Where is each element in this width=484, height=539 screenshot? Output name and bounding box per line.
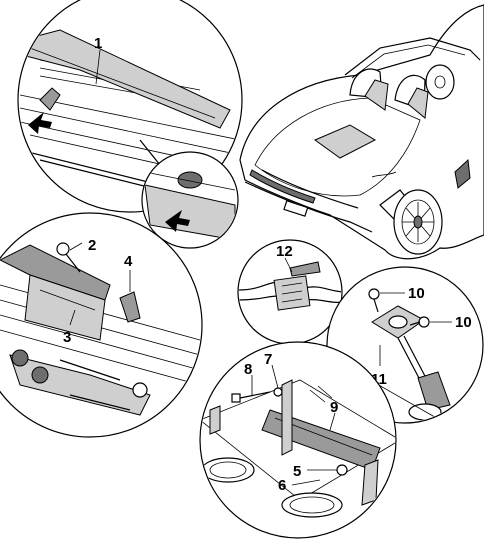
callout-9: 9 [330, 399, 338, 416]
callout-4: 4 [124, 253, 133, 270]
callout-7: 7 [264, 351, 272, 368]
leader-line-1 [95, 49, 101, 85]
callout-1: 1 [94, 35, 102, 52]
callout-8: 8 [244, 361, 252, 378]
detail-circle-hood-support: 8 7 9 5 6 [199, 341, 397, 539]
callout-12: 12 [276, 243, 293, 260]
callout-10-upper: 10 [408, 285, 425, 302]
roadster-car-illustration [239, 4, 484, 260]
callout-10-lower: 10 [455, 314, 472, 331]
detail-circle-clip-inset [141, 151, 239, 249]
detail-circle-carrier-bracket: 2 4 3 [0, 212, 203, 438]
callout-3: 3 [63, 329, 71, 346]
callout-5: 5 [293, 463, 301, 480]
detail-circle-connector: 12 [237, 239, 343, 345]
callout-6: 6 [278, 477, 286, 494]
callout-2: 2 [88, 237, 96, 254]
